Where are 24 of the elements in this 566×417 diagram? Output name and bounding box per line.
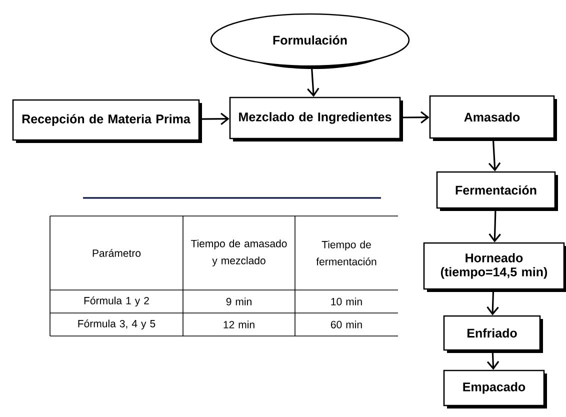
process-box: Fermentación xyxy=(436,171,558,211)
process-box: Amasado xyxy=(429,95,557,141)
arrow xyxy=(486,290,499,316)
table-text: 10 min xyxy=(331,298,362,306)
process-box: Enfriado xyxy=(443,315,543,353)
arrow xyxy=(307,66,320,97)
arrow xyxy=(400,111,430,124)
arrow xyxy=(486,350,500,370)
arrow xyxy=(488,138,501,172)
table-text: 12 min xyxy=(224,320,254,328)
table-text: Fórmula 3, 4 y 5 xyxy=(78,320,156,330)
table-header: Parámetro xyxy=(92,249,141,257)
process-box: Empacado xyxy=(443,370,547,408)
process-box: Horneado (tiempo=14,5 min) xyxy=(423,242,566,292)
ellipse-node: Formulación xyxy=(210,13,410,69)
process-box: Mezclado de Ingredientes xyxy=(229,96,403,142)
table-header: Tiempo de amasado y mezclado xyxy=(191,240,287,266)
table-text: Fórmula 1 y 2 xyxy=(84,296,149,306)
table-text: 9 min xyxy=(226,298,252,306)
arrow xyxy=(200,112,230,126)
process-box: Recepción de Materia Prima xyxy=(12,99,202,143)
table-text: 60 min xyxy=(330,320,362,328)
table-header: Tiempo de fermentación xyxy=(316,240,376,266)
arrow xyxy=(488,208,501,242)
